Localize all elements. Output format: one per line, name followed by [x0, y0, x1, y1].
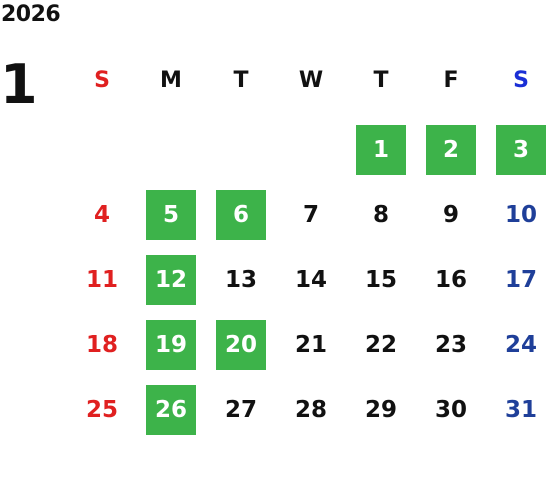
day-cell[interactable]: 31 — [504, 397, 537, 423]
day-cell[interactable]: 8 — [372, 202, 389, 228]
month-number: 1 — [0, 53, 38, 116]
weekday-header: W — [298, 67, 324, 93]
day-cell[interactable]: 9 — [442, 202, 459, 228]
highlighted-day-cell[interactable]: 3 — [496, 125, 546, 175]
weekday-header: S — [513, 67, 529, 93]
day-cell[interactable]: 30 — [434, 397, 467, 423]
empty-day-cell — [146, 125, 196, 175]
empty-day-cell — [77, 125, 127, 175]
day-cell[interactable]: 28 — [294, 397, 327, 423]
day-cell[interactable]: 17 — [504, 267, 537, 293]
highlighted-day-cell[interactable]: 20 — [216, 320, 266, 370]
empty-day-cell — [286, 125, 336, 175]
day-cell[interactable]: 7 — [302, 202, 319, 228]
weekday-header: T — [373, 67, 389, 93]
year-label: 2026 — [1, 2, 61, 27]
day-cell[interactable]: 24 — [504, 332, 537, 358]
empty-day-cell — [216, 125, 266, 175]
day-cell[interactable]: 25 — [85, 397, 118, 423]
day-cell[interactable]: 4 — [93, 202, 110, 228]
day-cell[interactable]: 27 — [224, 397, 257, 423]
day-cell[interactable]: 23 — [434, 332, 467, 358]
day-cell[interactable]: 18 — [85, 332, 118, 358]
day-cell[interactable]: 29 — [364, 397, 397, 423]
highlighted-day-cell[interactable]: 19 — [146, 320, 196, 370]
day-cell[interactable]: 11 — [85, 267, 118, 293]
day-cell[interactable]: 15 — [364, 267, 397, 293]
highlighted-day-cell[interactable]: 6 — [216, 190, 266, 240]
day-cell[interactable]: 10 — [504, 202, 537, 228]
highlighted-day-cell[interactable]: 12 — [146, 255, 196, 305]
weekday-header: F — [443, 67, 459, 93]
day-cell[interactable]: 14 — [294, 267, 327, 293]
highlighted-day-cell[interactable]: 26 — [146, 385, 196, 435]
weekday-header: S — [94, 67, 110, 93]
highlighted-day-cell[interactable]: 5 — [146, 190, 196, 240]
day-cell[interactable]: 22 — [364, 332, 397, 358]
day-cell[interactable]: 21 — [294, 332, 327, 358]
day-cell[interactable]: 13 — [224, 267, 257, 293]
day-cell[interactable]: 16 — [434, 267, 467, 293]
highlighted-day-cell[interactable]: 2 — [426, 125, 476, 175]
weekday-header: M — [160, 67, 182, 93]
weekday-header: T — [233, 67, 249, 93]
highlighted-day-cell[interactable]: 1 — [356, 125, 406, 175]
